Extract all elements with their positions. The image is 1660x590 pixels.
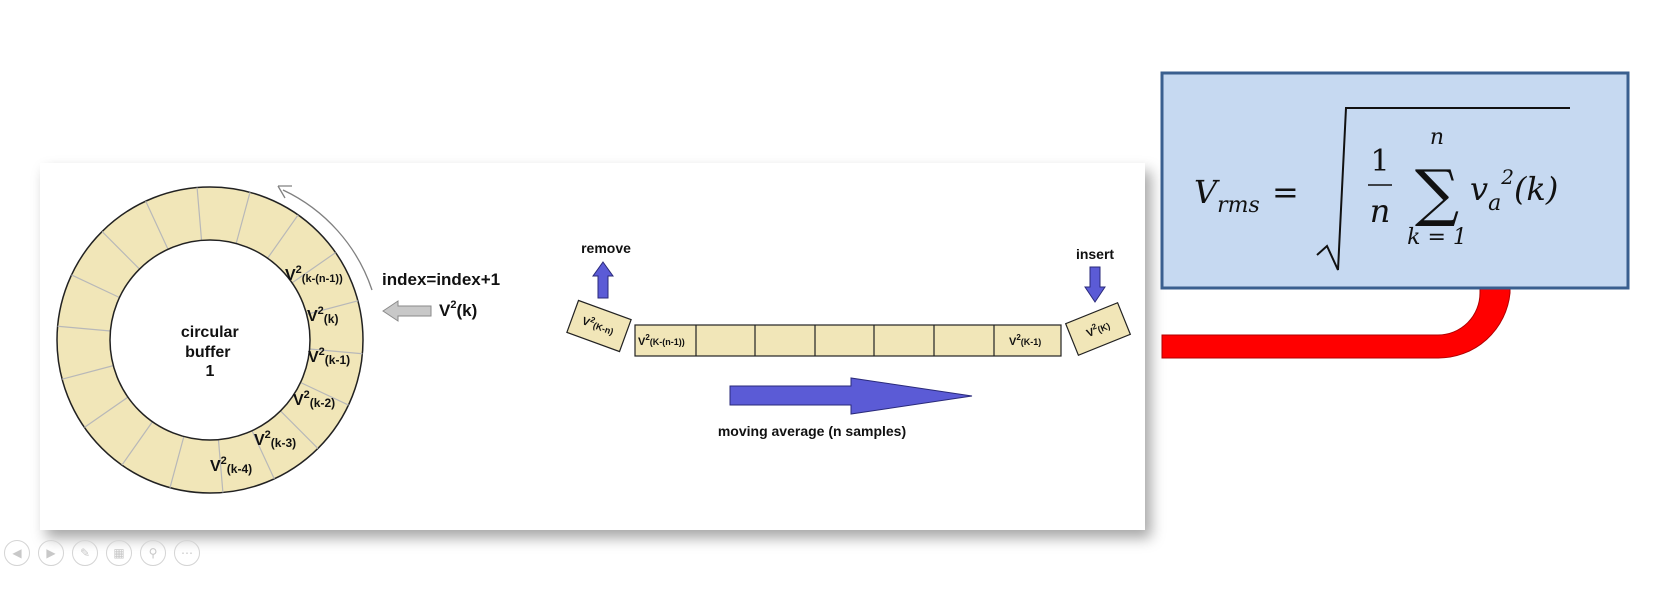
- fraction-denominator: n: [1370, 192, 1391, 230]
- svg-text:V2(K): V2(K): [1084, 317, 1112, 340]
- ring-dividers: [57, 187, 363, 493]
- sum-upper-limit: n: [1430, 125, 1444, 150]
- ring-divider: [57, 325, 111, 332]
- ring-divider: [300, 381, 349, 406]
- next-icon[interactable]: ▶: [38, 540, 64, 566]
- term-argument: (k): [1514, 170, 1558, 208]
- ring-divider: [121, 421, 153, 466]
- index-label: index=index+1: [382, 270, 500, 289]
- ring-cell-label: V2(k-4): [210, 455, 252, 476]
- moving-average-caption: moving average (n samples): [718, 423, 906, 439]
- ring-cell-label: V2(k-3): [254, 429, 296, 450]
- svg-text:circular buffer 1: circular buffer 1: [181, 324, 243, 380]
- slides-icon[interactable]: ▦: [106, 540, 132, 566]
- ring-divider: [280, 410, 319, 449]
- ring-divider: [145, 200, 169, 250]
- fraction-numerator: 1: [1370, 144, 1389, 179]
- sum-lower-limit: k = 1: [1407, 225, 1467, 250]
- buffer-strip: [634, 324, 1062, 357]
- prev-icon[interactable]: ◀: [4, 540, 30, 566]
- removed-cell: V2(K-n): [566, 299, 632, 353]
- formula-equals: =: [1272, 173, 1299, 211]
- ring-cell-label: V2(k-1): [308, 346, 350, 367]
- ring-divider: [217, 439, 224, 493]
- direction-arrow-icon: [729, 377, 973, 415]
- slideshow-nav: ◀ ▶ ✎ ▦ ⚲ ⋯: [4, 540, 200, 570]
- inserted-cell: V2(K): [1064, 301, 1132, 357]
- rotation-arrowhead-icon: [277, 185, 292, 199]
- more-icon[interactable]: ⋯: [174, 540, 200, 566]
- linear-buffer: remove insert V2(K-n) V2(K-(n-1)) V2(K-1…: [566, 240, 1132, 439]
- ring-cell-label: V2(k-2): [293, 389, 335, 410]
- remove-arrow-icon: [592, 261, 614, 299]
- circular-buffer: circular buffer 1 V2(k-(n-1)) V2(k) V2(k…: [56, 186, 364, 494]
- insert-label: insert: [1076, 246, 1114, 262]
- ring-divider: [291, 252, 336, 284]
- input-arrow-icon: [382, 300, 432, 322]
- insert-arrow-icon: [1084, 266, 1106, 303]
- ring-divider: [169, 436, 185, 488]
- sigma-icon: ∑: [1415, 156, 1459, 229]
- last-cell-label: V2(K-1): [1009, 333, 1041, 348]
- remove-label: remove: [581, 240, 631, 256]
- term-base: v: [1470, 170, 1488, 208]
- input-label: V2(k): [439, 299, 477, 320]
- rotation-arrow-icon: [282, 189, 373, 291]
- ring-divider: [306, 300, 359, 315]
- formula-lhs-subscript: rms: [1217, 193, 1260, 218]
- term-subscript: a: [1488, 191, 1501, 216]
- ring-divider: [196, 187, 203, 241]
- ring-center-label-1: circular: [181, 324, 239, 341]
- first-cell-label: V2(K-(n-1)): [638, 333, 685, 348]
- ring-divider: [101, 231, 140, 270]
- ring-divider: [61, 365, 114, 380]
- formula-lhs: V: [1194, 173, 1220, 211]
- ring-divider: [84, 396, 129, 428]
- ring-divider: [267, 214, 299, 259]
- ring-cell-label: V2(k-(n-1)): [285, 264, 343, 285]
- ring-divider: [71, 274, 120, 299]
- rms-formula: Vrms = 1 n n ∑ k = 1 va2(k): [1160, 71, 1630, 290]
- buffer-cells: [634, 324, 1062, 357]
- radical-sign-icon: [1316, 107, 1570, 271]
- zoom-icon[interactable]: ⚲: [140, 540, 166, 566]
- ring-inner: [109, 239, 311, 441]
- ring-divider: [251, 430, 275, 480]
- ring-center-label-3: 1: [206, 363, 215, 380]
- ring-divider: [235, 192, 251, 244]
- pen-icon[interactable]: ✎: [72, 540, 98, 566]
- svg-text:Vrms: Vrms: [1194, 173, 1260, 218]
- ring-cell-label: V2(k): [307, 305, 338, 326]
- ring-center-label-2: buffer: [185, 344, 230, 361]
- term-superscript: 2: [1500, 165, 1514, 189]
- ring-divider: [309, 348, 363, 355]
- svg-text:va2(k): va2(k): [1470, 165, 1558, 216]
